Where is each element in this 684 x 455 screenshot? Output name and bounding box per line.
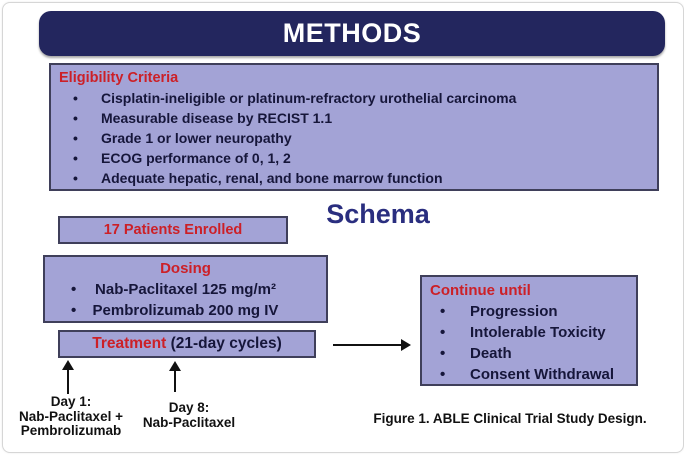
methods-title: METHODS	[282, 18, 422, 48]
list-item: Pembrolizumab 200 mg IV	[45, 300, 326, 321]
list-item: Grade 1 or lower neuropathy	[59, 128, 649, 148]
patients-enrolled-label: 17 Patients Enrolled	[103, 222, 243, 238]
dosing-title: Dosing	[160, 260, 211, 277]
arrow-head	[62, 360, 74, 370]
day8-line1: Day 8:	[168, 400, 210, 415]
continue-until-list: Progression Intolerable Toxicity Death C…	[430, 301, 628, 385]
continue-until-title: Continue until	[430, 282, 531, 299]
list-item: Consent Withdrawal	[430, 364, 628, 385]
dosing-box: Dosing Nab-Paclitaxel 125 mg/m² Pembroli…	[43, 255, 328, 323]
day1-line1: Day 1:	[50, 394, 92, 409]
arrow-right-icon	[333, 339, 411, 351]
treatment-title: Treatment	[92, 335, 167, 352]
figure-caption: Figure 1. ABLE Clinical Trial Study Desi…	[373, 411, 647, 426]
arrow-shaft	[333, 344, 401, 346]
methods-header: METHODS	[39, 11, 665, 56]
treatment-box: Treatment (21-day cycles)	[58, 330, 316, 358]
list-item: Adequate hepatic, renal, and bone marrow…	[59, 168, 649, 188]
arrow-shaft	[174, 367, 176, 392]
arrow-up-day1-icon	[62, 360, 74, 396]
arrow-up-day8-icon	[169, 361, 181, 394]
arrow-shaft	[67, 366, 69, 394]
arrow-head	[401, 339, 411, 351]
schema-heading: Schema	[326, 199, 430, 229]
dosing-list: Nab-Paclitaxel 125 mg/m² Pembrolizumab 2…	[45, 279, 326, 321]
arrow-head	[169, 361, 181, 371]
day1-line2: Nab-Paclitaxel +	[19, 408, 123, 424]
list-item: Intolerable Toxicity	[430, 322, 628, 343]
eligibility-list: Cisplatin-ineligible or platinum-refract…	[59, 88, 649, 188]
list-item: Nab-Paclitaxel 125 mg/m²	[45, 279, 326, 300]
day1-label: Day 1: Nab-Paclitaxel + Pembrolizumab	[5, 394, 137, 439]
list-item: Measurable disease by RECIST 1.1	[59, 108, 649, 128]
eligibility-box: Eligibility Criteria Cisplatin-ineligibl…	[49, 63, 659, 191]
patients-enrolled-box: 17 Patients Enrolled	[58, 216, 288, 244]
eligibility-title: Eligibility Criteria	[59, 70, 179, 86]
list-item: Progression	[430, 301, 628, 322]
day1-line3: Pembrolizumab	[20, 423, 122, 438]
treatment-subtitle: (21-day cycles)	[166, 335, 282, 352]
list-item: ECOG performance of 0, 1, 2	[59, 148, 649, 168]
list-item: Cisplatin-ineligible or platinum-refract…	[59, 88, 649, 108]
day8-label: Day 8: Nab-Paclitaxel	[133, 400, 245, 430]
list-item: Death	[430, 343, 628, 364]
day8-line2: Nab-Paclitaxel	[142, 414, 236, 430]
continue-until-box: Continue until Progression Intolerable T…	[420, 275, 638, 386]
